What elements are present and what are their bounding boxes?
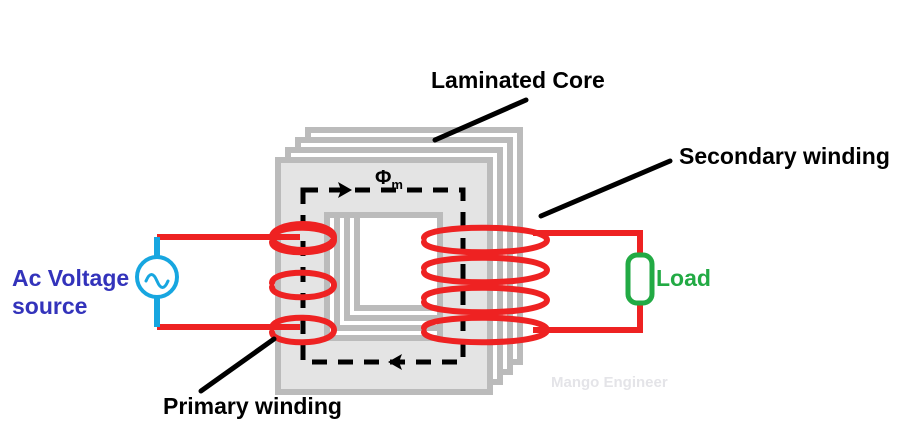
flux-arrow-top	[338, 182, 352, 198]
label-secondary-winding: Secondary winding	[679, 143, 890, 169]
label-load: Load	[656, 265, 711, 291]
label-flux-symbol: Φm	[375, 166, 403, 193]
label-laminated-core: Laminated Core	[431, 67, 605, 93]
watermark: Mango Engineer	[551, 374, 668, 391]
primary-circuit-wires	[157, 234, 300, 330]
magnetic-flux-path	[300, 182, 466, 370]
leader-secondary-winding	[538, 158, 673, 219]
primary-winding-coils	[269, 224, 338, 346]
secondary-circuit-wires	[533, 230, 643, 333]
ac-voltage-source	[135, 237, 179, 327]
leader-laminated-core	[432, 97, 529, 143]
leader-lines	[198, 97, 673, 394]
flux-arrow-bottom	[388, 354, 402, 370]
leader-primary-winding	[198, 336, 277, 394]
label-primary-winding: Primary winding	[163, 393, 342, 419]
ac-source-circle	[135, 255, 179, 299]
load-resistor	[625, 252, 655, 306]
flux-subscript-m: m	[391, 177, 403, 192]
label-ac-voltage-source: Ac Voltage source	[12, 265, 130, 320]
sine-wave-icon	[144, 273, 170, 289]
flux-phi-glyph: Φ	[375, 167, 392, 189]
